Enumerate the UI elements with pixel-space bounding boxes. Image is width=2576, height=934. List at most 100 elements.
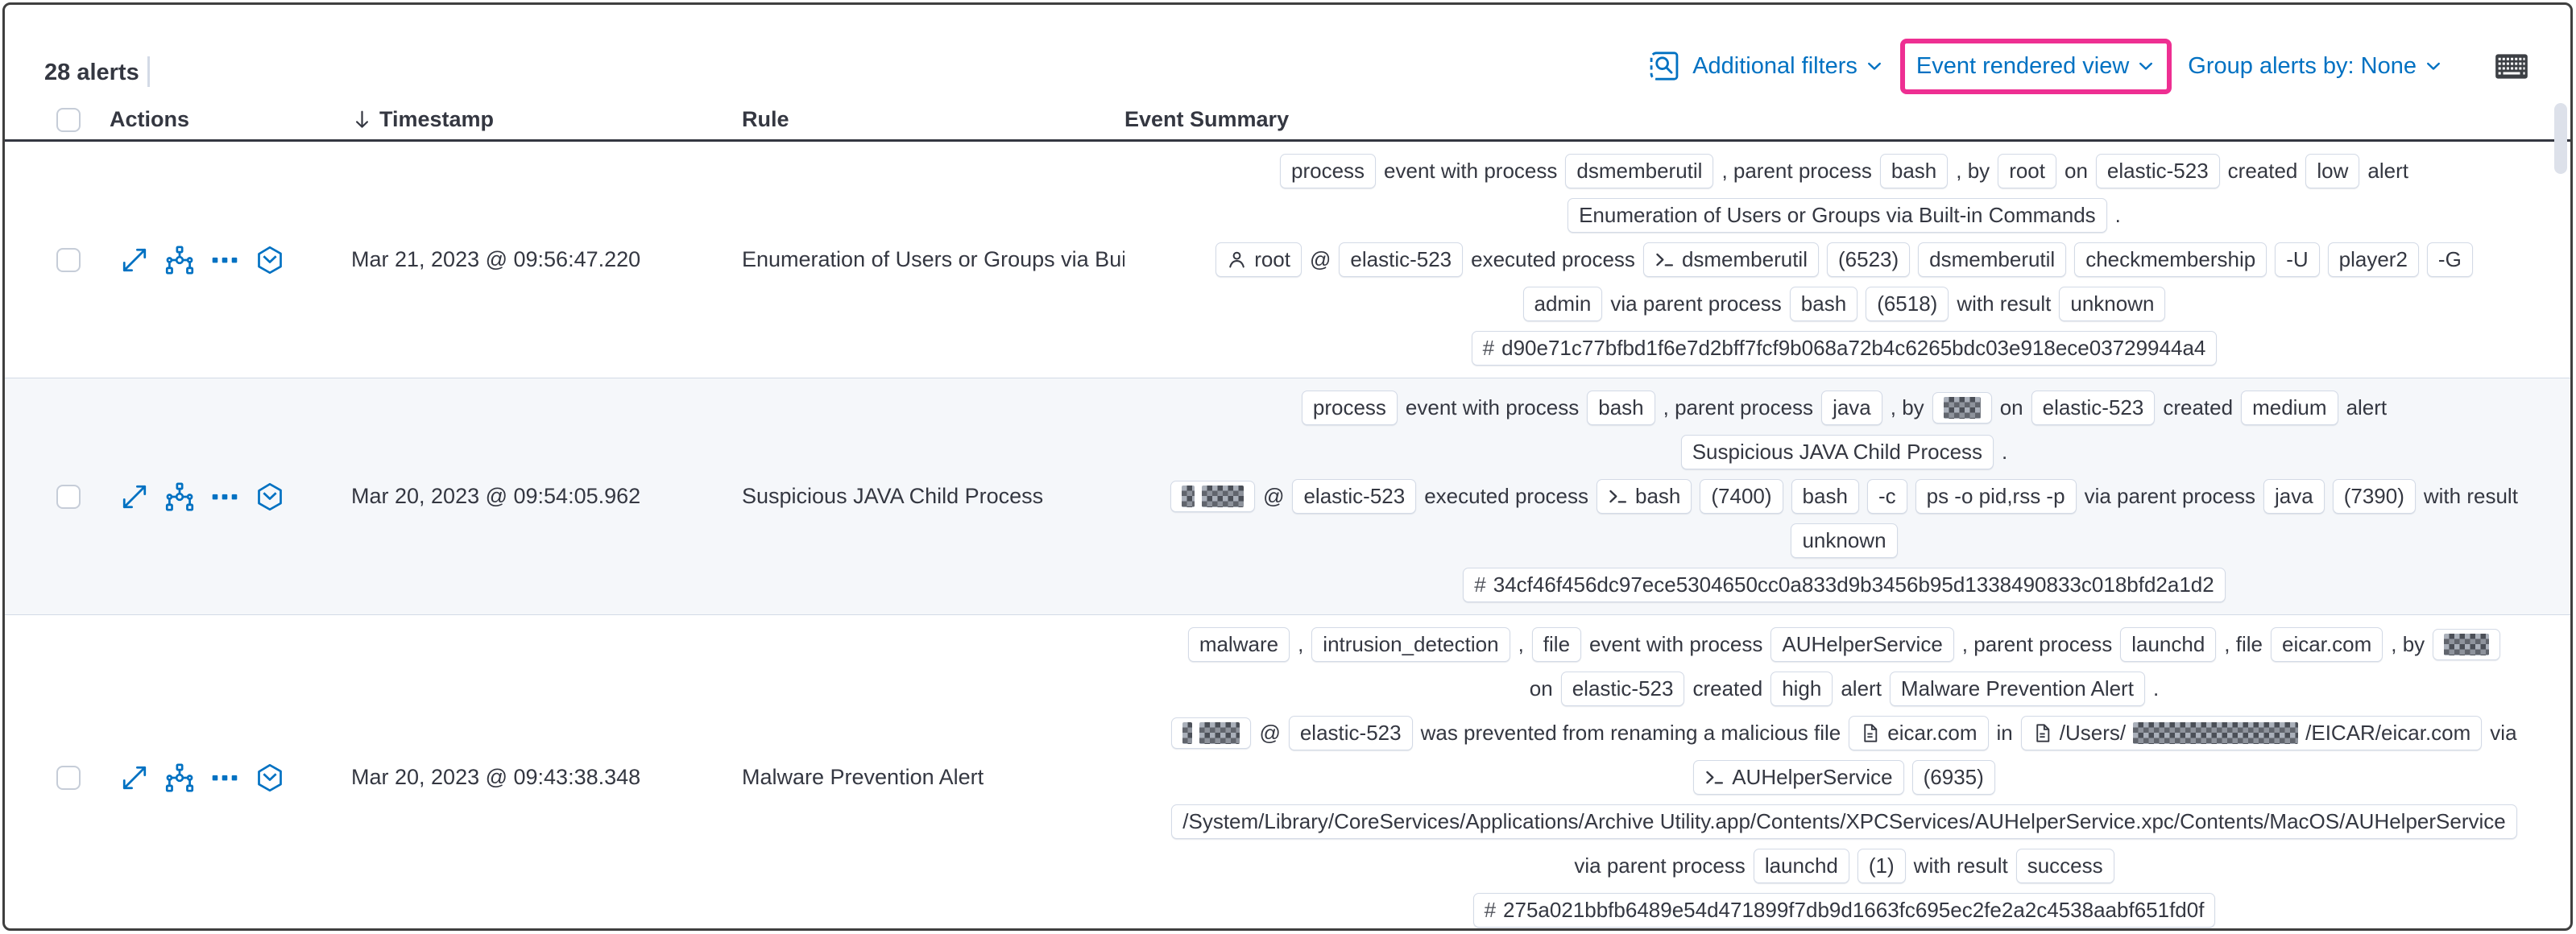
summary-badge[interactable]: process xyxy=(1280,154,1377,188)
summary-badge[interactable]: admin xyxy=(1522,287,1603,321)
summary-badge[interactable]: malware xyxy=(1187,627,1290,662)
badge-text: java xyxy=(1833,395,1871,419)
summary-badge[interactable]: high xyxy=(1770,672,1833,706)
summary-badge[interactable] xyxy=(2433,629,2501,660)
summary-connector-text: via parent process xyxy=(2084,484,2256,508)
analyze-event-button[interactable] xyxy=(165,245,194,275)
summary-badge[interactable]: file xyxy=(1531,627,1582,662)
row-checkbox[interactable] xyxy=(56,247,81,272)
row-checkbox[interactable] xyxy=(56,484,81,509)
additional-filters-dropdown[interactable]: Additional filters xyxy=(1692,53,1884,80)
scrollbar-thumb[interactable] xyxy=(2554,103,2567,174)
summary-badge[interactable] xyxy=(1170,481,1256,512)
summary-badge[interactable]: player2 xyxy=(2327,242,2419,277)
summary-badge[interactable]: Malware Prevention Alert xyxy=(1889,672,2145,706)
summary-badge[interactable]: bash xyxy=(1587,391,1655,425)
summary-badge[interactable]: -G xyxy=(2426,242,2473,277)
summary-badge[interactable] xyxy=(1932,392,1992,424)
summary-connector-text: , by xyxy=(1890,395,1924,419)
summary-badge[interactable]: bash xyxy=(1879,154,1949,188)
summary-badge[interactable]: intrusion_detection xyxy=(1311,627,1510,662)
investigate-in-timeline-button[interactable] xyxy=(255,763,284,792)
summary-badge[interactable]: AUHelperService xyxy=(1770,627,1954,662)
summary-badge[interactable]: eicar.com xyxy=(1849,716,1989,750)
summary-badge[interactable]: java xyxy=(1821,391,1882,425)
summary-badge[interactable]: (6518) xyxy=(1866,287,1949,321)
summary-badge[interactable]: bash xyxy=(1789,287,1858,321)
view-selector-dropdown[interactable]: Event rendered view xyxy=(1916,53,2156,80)
summary-badge[interactable]: process xyxy=(1301,391,1398,425)
summary-badge[interactable]: root xyxy=(1998,154,2056,188)
more-actions-button[interactable] xyxy=(211,483,238,510)
summary-badge[interactable]: low xyxy=(2305,154,2360,188)
summary-connector-text: created xyxy=(2163,395,2234,419)
keyboard-shortcuts-icon[interactable] xyxy=(2495,53,2528,80)
more-actions-button[interactable] xyxy=(211,246,238,274)
summary-badge[interactable]: unknown xyxy=(1791,523,1898,558)
summary-badge[interactable]: bash xyxy=(1597,479,1692,514)
expand-alert-button[interactable] xyxy=(121,246,148,274)
redacted-content xyxy=(2444,634,2490,655)
summary-connector-text: , by xyxy=(1956,159,1990,183)
summary-badge[interactable]: Suspicious JAVA Child Process xyxy=(1680,435,1994,469)
group-alerts-label: Group alerts by: None xyxy=(2188,52,2417,79)
summary-badge[interactable]: elastic-523 xyxy=(1339,242,1464,277)
summary-badge[interactable]: bash xyxy=(1791,479,1859,514)
summary-badge[interactable]: java xyxy=(2263,479,2325,514)
summary-connector-text: with result xyxy=(1913,853,2008,878)
analyze-event-button[interactable] xyxy=(165,481,194,511)
summary-badge[interactable]: checkmembership xyxy=(2074,242,2267,277)
expand-alert-button[interactable] xyxy=(121,764,148,791)
summary-badge[interactable]: dsmemberutil xyxy=(1918,242,2067,277)
expand-alert-button[interactable] xyxy=(121,483,148,510)
group-alerts-dropdown[interactable]: Group alerts by: None xyxy=(2188,53,2443,80)
summary-badge[interactable]: launchd xyxy=(1753,849,1849,883)
summary-badge[interactable]: -U xyxy=(2275,242,2320,277)
summary-badge[interactable]: eicar.com xyxy=(2270,627,2383,662)
inspect-icon[interactable] xyxy=(1649,51,1679,81)
summary-badge[interactable]: root xyxy=(1216,242,1302,277)
summary-badge[interactable]: dsmemberutil xyxy=(1642,242,1819,277)
badge-text: dsmemberutil xyxy=(1929,247,2056,271)
summary-badge[interactable]: elastic-523 xyxy=(1292,479,1417,514)
row-checkbox[interactable] xyxy=(56,765,81,790)
summary-badge[interactable] xyxy=(1171,717,1252,749)
summary-badge[interactable]: (1) xyxy=(1857,849,1906,883)
redacted-content xyxy=(2133,722,2299,744)
investigate-in-timeline-button[interactable] xyxy=(255,482,284,511)
summary-badge[interactable]: (7400) xyxy=(1700,479,1783,514)
summary-badge[interactable]: #d90e71c77bfbd1f6e7d2bff7fcf9b068a72b4c6… xyxy=(1471,331,2218,366)
summary-badge[interactable]: #275a021bbfb6489e54d471899f7db9d1663fc69… xyxy=(1472,893,2216,928)
summary-badge[interactable]: elastic-523 xyxy=(2095,154,2220,188)
investigate-in-timeline-button[interactable] xyxy=(255,246,284,275)
summary-badge[interactable]: success xyxy=(2015,849,2114,883)
summary-badge[interactable]: Enumeration of Users or Groups via Built… xyxy=(1568,198,2107,233)
column-header-timestamp[interactable]: Timestamp xyxy=(343,107,730,132)
summary-badge[interactable]: AUHelperService xyxy=(1693,760,1904,795)
summary-connector-text: alert xyxy=(1841,676,1882,700)
summary-badge[interactable]: unknown xyxy=(2059,287,2166,321)
summary-badge[interactable]: /System/Library/CoreServices/Application… xyxy=(1171,804,2517,839)
summary-badge[interactable]: (6935) xyxy=(1911,760,1995,795)
analyze-event-button[interactable] xyxy=(165,762,194,792)
summary-badge[interactable]: dsmemberutil xyxy=(1565,154,1714,188)
summary-badge[interactable]: ps -o pid,rss -p xyxy=(1915,479,2077,514)
summary-badge[interactable]: /Users//EICAR/eicar.com xyxy=(2020,716,2483,750)
summary-badge[interactable]: #34cf46f456dc97ece5304650cc0a833d9b3456b… xyxy=(1463,568,2226,602)
summary-badge[interactable]: medium xyxy=(2241,391,2338,425)
summary-badge[interactable]: launchd xyxy=(2120,627,2217,662)
select-all-checkbox[interactable] xyxy=(56,107,81,132)
summary-connector-text: alert xyxy=(2367,159,2408,183)
summary-badge[interactable]: elastic-523 xyxy=(1560,672,1685,706)
summary-badge[interactable]: -c xyxy=(1866,479,1907,514)
summary-badge[interactable]: (6523) xyxy=(1827,242,1911,277)
summary-badge[interactable]: (7390) xyxy=(2332,479,2416,514)
summary-badge[interactable]: elastic-523 xyxy=(1288,716,1413,750)
more-actions-button[interactable] xyxy=(211,764,238,791)
summary-badge[interactable]: elastic-523 xyxy=(2031,391,2156,425)
summary-connector-text: , xyxy=(1518,632,1524,656)
